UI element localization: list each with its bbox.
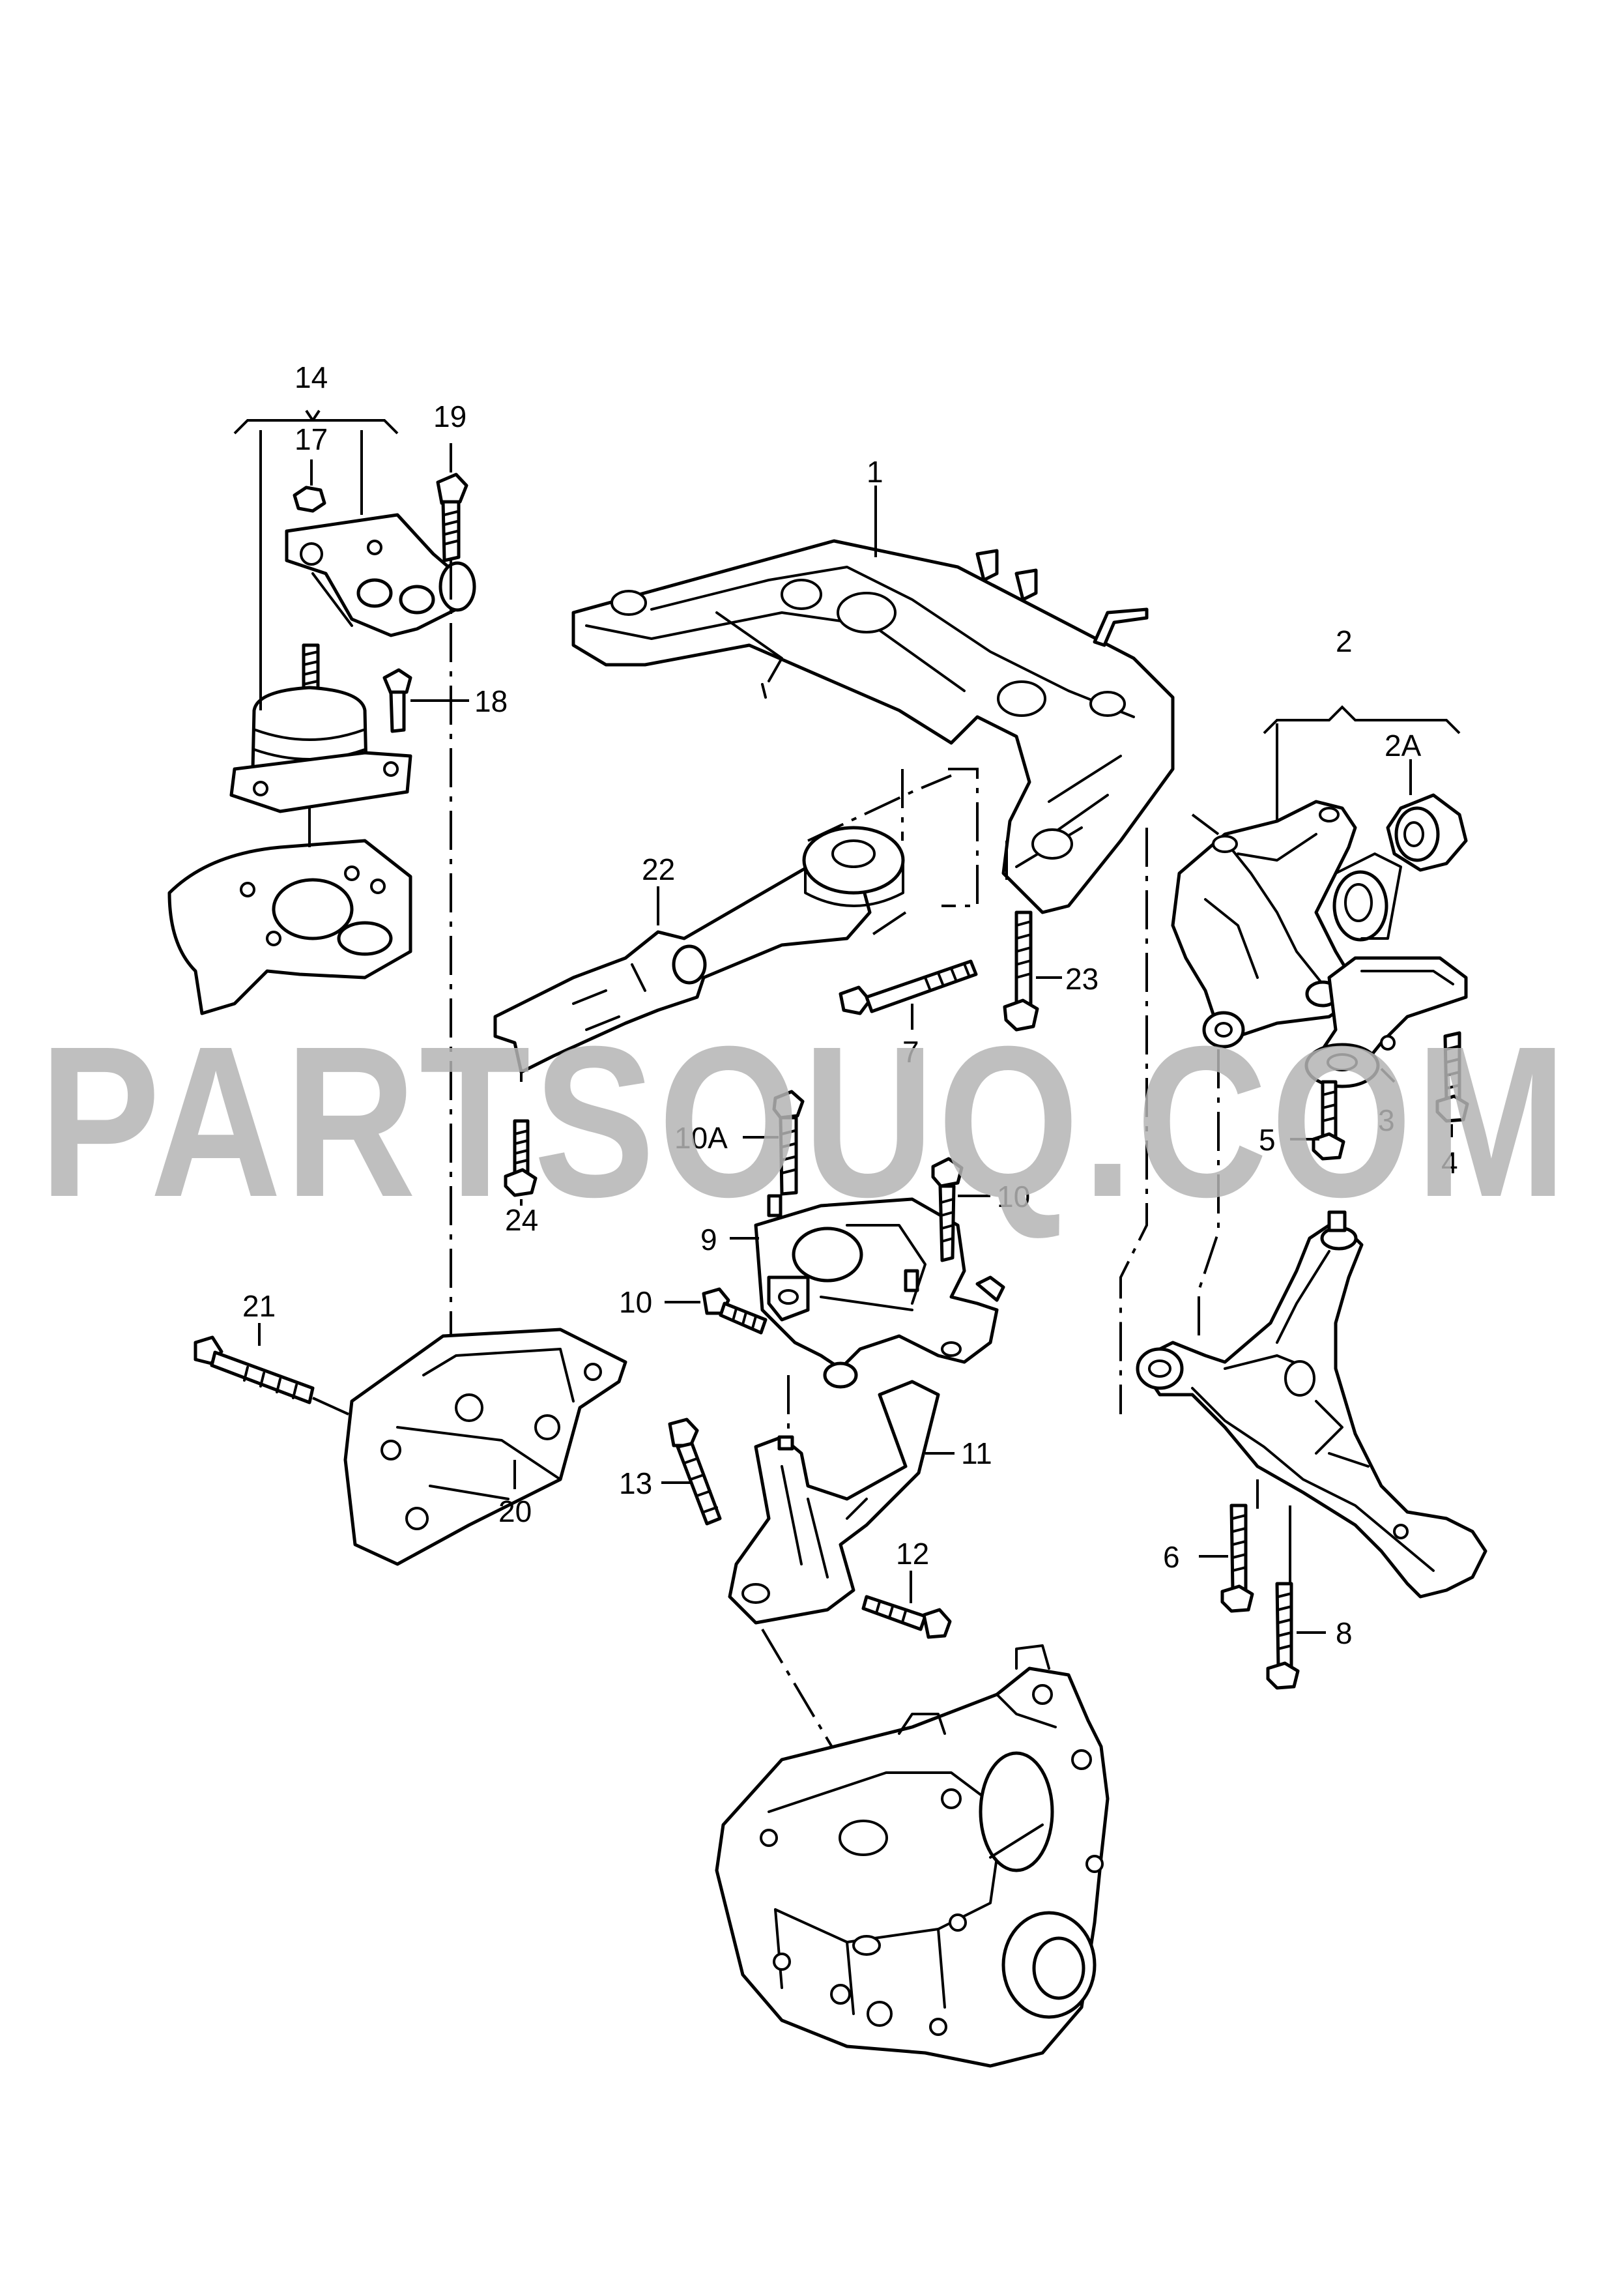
bolt-24 xyxy=(504,1119,538,1206)
callout-10-upper: 10 xyxy=(997,1180,1030,1213)
callout-21: 21 xyxy=(242,1289,276,1323)
control-arm xyxy=(1136,1210,1487,1599)
callout-10a: 10A xyxy=(674,1121,728,1155)
callout-24: 24 xyxy=(505,1203,538,1237)
callout-20: 20 xyxy=(498,1494,532,1528)
callout-5: 5 xyxy=(1259,1123,1276,1157)
engine-mount-rubber xyxy=(229,643,412,813)
callout-2a: 2A xyxy=(1385,729,1422,763)
bolt-21 xyxy=(194,1323,349,1416)
callout-7: 7 xyxy=(902,1035,919,1069)
hex-nut-17 xyxy=(293,459,326,513)
callout-17: 17 xyxy=(294,422,328,456)
callout-23: 23 xyxy=(1065,962,1099,996)
callout-4: 4 xyxy=(1441,1146,1458,1180)
callout-18: 18 xyxy=(474,684,508,718)
bearing-plate-3 xyxy=(1304,956,1468,1088)
callout-10-left: 10 xyxy=(619,1285,652,1319)
bolt-23 xyxy=(1003,910,1062,1032)
callout-9: 9 xyxy=(700,1223,717,1257)
callout-11: 11 xyxy=(961,1436,992,1470)
callout-19: 19 xyxy=(433,400,467,433)
bracket-2 xyxy=(1171,800,1402,1049)
callout-12: 12 xyxy=(896,1537,929,1571)
bolt-10-left xyxy=(665,1287,768,1335)
callout-6: 6 xyxy=(1163,1540,1180,1574)
bolt-10a xyxy=(743,1090,805,1196)
bushing-2a xyxy=(1386,759,1468,872)
bolt-4 xyxy=(1435,1031,1469,1137)
bolt-12 xyxy=(861,1571,952,1639)
bolt-8 xyxy=(1266,1582,1326,1690)
bolt-10-upper xyxy=(931,1157,990,1262)
bolt-7 xyxy=(839,959,978,1030)
subframe-1 xyxy=(571,486,1175,914)
callout-2: 2 xyxy=(1336,624,1353,658)
callout-13: 13 xyxy=(619,1466,652,1500)
bolt-6 xyxy=(1199,1504,1254,1613)
transmission-housing xyxy=(715,1644,1110,2068)
engine-support-plate xyxy=(167,839,412,1015)
callout-8: 8 xyxy=(1336,1616,1353,1650)
watermark: PARTSOUQ.COM xyxy=(39,1001,1570,1242)
group-bracket-14 xyxy=(233,409,399,710)
engine-mount-bracket xyxy=(285,513,476,637)
bolt-5 xyxy=(1290,1080,1345,1161)
gearbox-mount-9 xyxy=(730,1194,1005,1389)
transmission-mount-20 xyxy=(343,1328,627,1566)
callout-14: 14 xyxy=(294,360,328,394)
bolt-13 xyxy=(661,1417,722,1526)
callout-1: 1 xyxy=(867,455,883,489)
callout-22: 22 xyxy=(642,852,675,886)
torque-arm-22 xyxy=(493,826,905,1082)
bolt-18 xyxy=(382,668,469,733)
gearbox-bracket-11 xyxy=(728,1380,955,1625)
callout-3: 3 xyxy=(1378,1103,1395,1137)
bolt-19 xyxy=(436,443,468,562)
